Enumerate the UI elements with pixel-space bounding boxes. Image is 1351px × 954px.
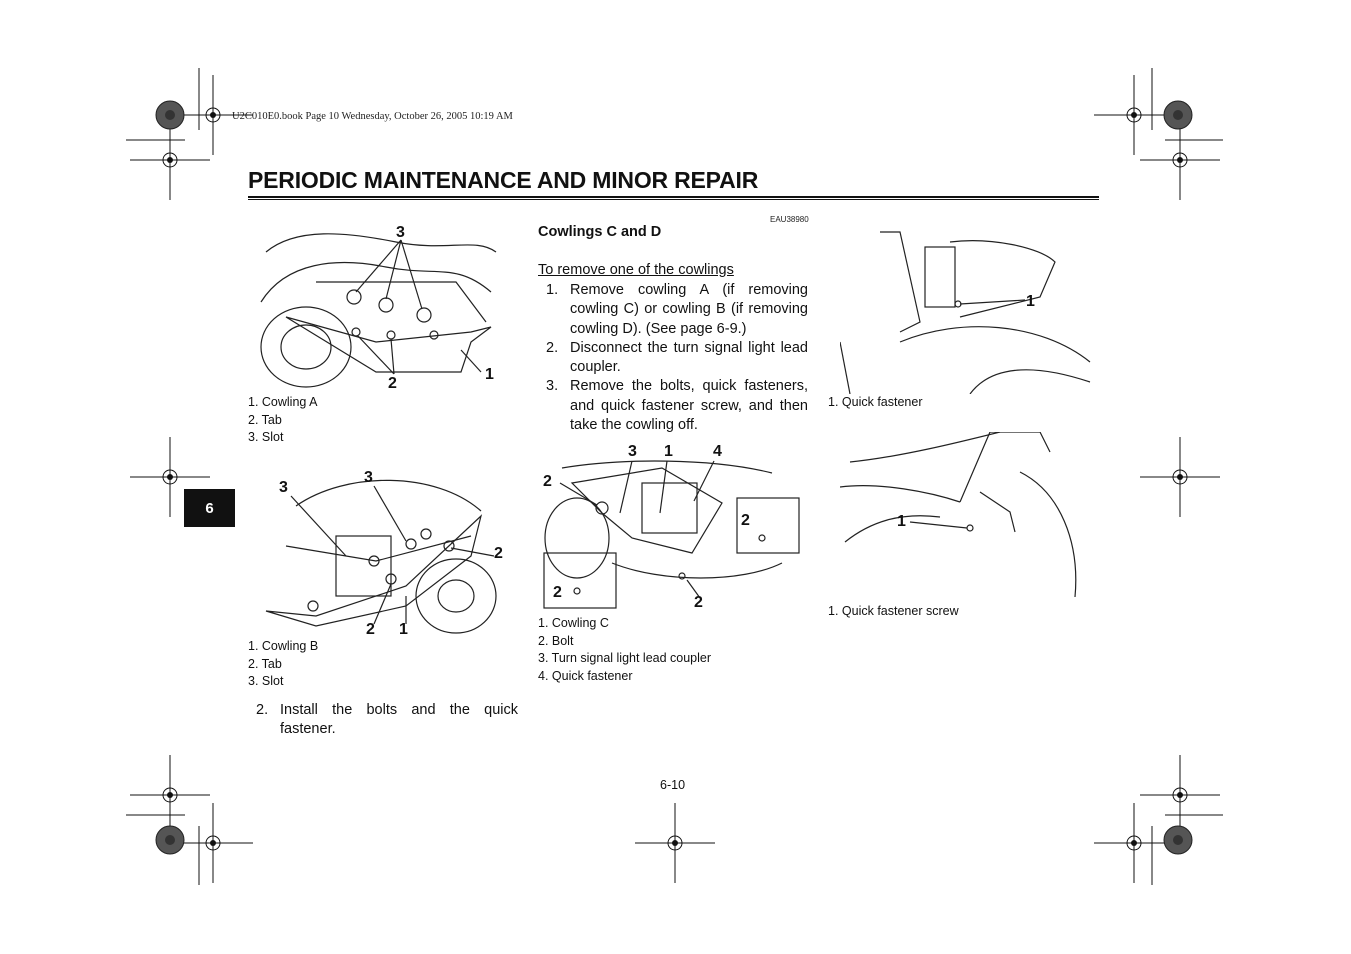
caption-quick-fastener: 1. Quick fastener	[828, 394, 923, 412]
callout-3: 3	[628, 443, 637, 460]
section-title: Cowlings C and D	[538, 224, 662, 240]
caption-line: 3. Slot	[248, 674, 284, 688]
figure-cowling-b: 3 3 2 2 1	[256, 466, 518, 638]
step-text: Remove cowling A (if removing cowling C)…	[570, 282, 808, 337]
install-step: 2. Install the bolts and the quick faste…	[256, 701, 518, 740]
caption-line: 2. Tab	[248, 656, 282, 671]
caption-line: 1. Cowling A	[248, 395, 318, 409]
caption-line: 2. Bolt	[538, 633, 574, 648]
caption-line: 1. Quick fastener screw	[828, 604, 959, 618]
figure-quick-fastener: 1	[840, 222, 1095, 394]
callout-2: 2	[494, 545, 503, 562]
figure-cowling-a: 3 2 1	[256, 222, 518, 392]
callout-3: 3	[396, 224, 405, 241]
chapter-tab: 6	[184, 489, 235, 527]
callout-2: 2	[388, 375, 397, 392]
caption-quick-fastener-screw: 1. Quick fastener screw	[828, 603, 959, 621]
caption-line: 3. Slot	[248, 430, 284, 444]
step-text: Remove the bolts, quick fasteners, and q…	[570, 378, 808, 434]
list-item: 1. Remove cowling A (if removing cowling…	[546, 281, 808, 339]
step-number: 1.	[546, 282, 559, 298]
callout-1: 1	[485, 366, 494, 383]
quick-fastener-illustration	[840, 231, 1091, 394]
cowling-c-illustration	[543, 460, 800, 609]
section-code: EAU38980	[770, 215, 809, 224]
callout-2: 2	[741, 512, 750, 529]
quick-fastener-screw-illustration	[840, 432, 1077, 598]
callout-3: 3	[364, 469, 373, 486]
step-text: Disconnect the turn signal light lead co…	[570, 339, 808, 376]
callout-1: 1	[1026, 293, 1035, 310]
caption-line: 1. Cowling B	[248, 639, 319, 653]
book-info-header: U2C010E0.book Page 10 Wednesday, October…	[232, 111, 513, 122]
figure-quick-fastener-screw: 1	[840, 432, 1095, 602]
callout-3: 3	[279, 479, 288, 496]
step-number: 2.	[256, 702, 269, 718]
callout-4: 4	[713, 443, 722, 460]
figure-cowling-c: 3 1 4 2 2 2 2	[542, 443, 804, 613]
caption-line: 1. Cowling C	[538, 616, 609, 630]
caption-cowling-b: 1. Cowling B 2. Tab 3. Slot	[248, 638, 318, 691]
step-number: 2.	[546, 339, 559, 356]
callout-1: 1	[664, 443, 673, 460]
cowling-b-illustration	[265, 479, 497, 634]
callout-2: 2	[543, 473, 552, 490]
list-item: 2. Disconnect the turn signal light lead…	[546, 339, 808, 378]
page-title: PERIODIC MAINTENANCE AND MINOR REPAIR	[248, 167, 759, 193]
caption-line: 1. Quick fastener	[828, 395, 923, 409]
caption-line: 4. Quick fastener	[538, 668, 633, 683]
removal-steps: 1. Remove cowling A (if removing cowling…	[546, 281, 808, 435]
caption-cowling-c: 1. Cowling C 2. Bolt 3. Turn signal ligh…	[538, 615, 711, 685]
step-text: Install the bolts and the quick fastener…	[280, 702, 518, 738]
caption-line: 2. Tab	[248, 412, 282, 427]
callout-1: 1	[399, 621, 408, 638]
callout-2: 2	[694, 594, 703, 611]
list-item: 3. Remove the bolts, quick fasteners, an…	[546, 377, 808, 435]
caption-line: 3. Turn signal light lead coupler	[538, 651, 712, 665]
section-subtitle: To remove one of the cowlings	[538, 262, 734, 278]
caption-cowling-a: 1. Cowling A 2. Tab 3. Slot	[248, 394, 317, 447]
callout-2: 2	[553, 584, 562, 601]
callout-2: 2	[366, 621, 375, 638]
page-number: 6-10	[660, 778, 686, 792]
callout-1: 1	[897, 513, 906, 530]
cowling-a-illustration	[260, 233, 497, 388]
title-rule	[248, 196, 1099, 200]
step-number: 3.	[546, 378, 559, 395]
